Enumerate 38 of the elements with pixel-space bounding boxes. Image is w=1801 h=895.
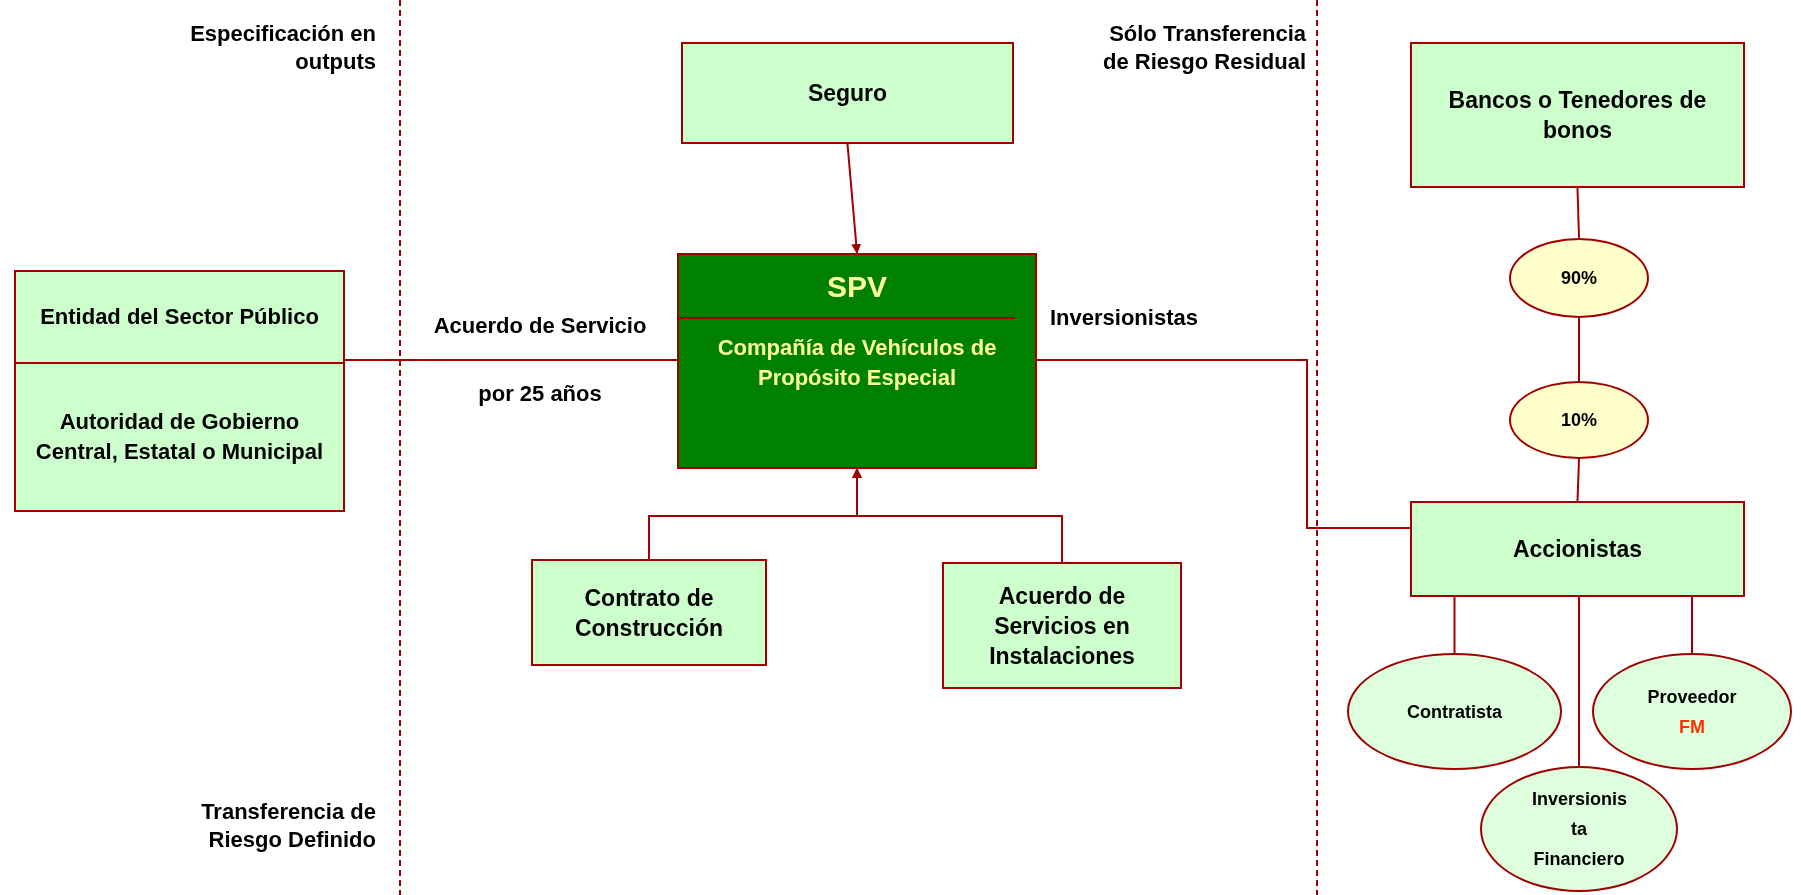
annotation-text: Transferencia de Riesgo Definido — [200, 798, 376, 854]
box-label: Accionistas — [1511, 535, 1644, 564]
connector-line — [1578, 596, 1580, 767]
entity-box — [681, 42, 1014, 144]
entity-box — [942, 562, 1182, 689]
entity-box — [1410, 501, 1745, 597]
box-label: Inversionis ta Financiero — [1531, 788, 1629, 871]
connector-line — [1691, 596, 1693, 654]
connector-line — [1576, 458, 1580, 502]
annotation-text: Sólo Transferencia de Riesgo Residual — [1102, 20, 1306, 76]
connector-line — [344, 359, 678, 361]
spv-box — [677, 253, 1037, 469]
entity-box — [14, 270, 345, 512]
annotation-text: Acuerdo de Servicio — [432, 312, 648, 340]
box-label: Autoridad de Gobierno Central, Estatal o Municipal — [34, 408, 325, 466]
annotation-text: Especificación en outputs — [189, 20, 376, 76]
arrow — [846, 143, 862, 254]
box-label: Bancos o Tenedores de bonos — [1447, 86, 1708, 145]
box-label: Compañía de Vehículos de Propósito Especial — [716, 334, 998, 392]
box-label: FM — [1678, 715, 1706, 739]
box-label: 90% — [1560, 267, 1598, 289]
box-label: Entidad del Sector Público — [39, 303, 320, 331]
connector-line — [1453, 596, 1456, 654]
box-label: Proveedor — [1646, 685, 1738, 709]
entity-box — [1410, 42, 1745, 188]
box-label: Seguro — [806, 79, 889, 108]
connector-line — [1578, 317, 1580, 382]
box-label: Acuerdo de Servicios en Instalaciones — [988, 581, 1136, 671]
box-label: Contrato de Construcción — [573, 583, 725, 643]
box-label: 10% — [1560, 409, 1598, 431]
connector-line — [1576, 187, 1580, 239]
entity-box — [531, 559, 767, 666]
annotation-text: por 25 años — [477, 380, 603, 408]
connector-line — [1036, 359, 1411, 529]
annotation-text: Inversionistas — [1050, 304, 1199, 332]
box-label: Contratista — [1406, 700, 1503, 724]
box-label: SPV — [827, 268, 887, 305]
arrow — [852, 468, 1063, 563]
